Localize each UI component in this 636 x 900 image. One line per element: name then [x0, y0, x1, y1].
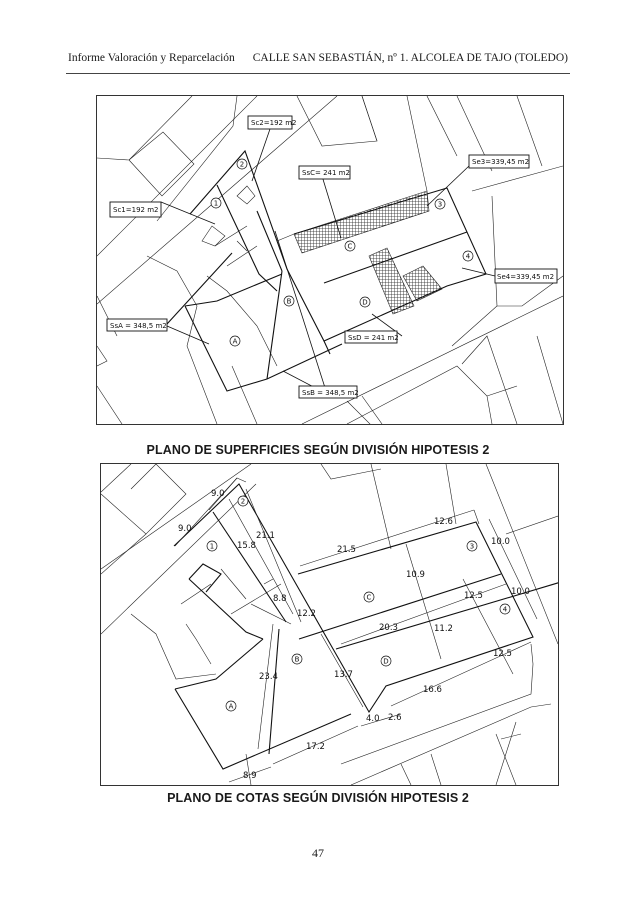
- parcel-d-marker: D: [362, 299, 367, 307]
- page-number: 47: [312, 846, 324, 860]
- parcel-3-marker: 3: [470, 543, 474, 551]
- dim-12-5-upper: 12.5: [464, 591, 483, 601]
- dim-13-7: 13.7: [334, 670, 353, 680]
- dim-12-5-lower: 12.5: [493, 649, 512, 659]
- dim-23-4: 23.4: [259, 672, 278, 682]
- dim-11-2: 11.2: [434, 624, 453, 634]
- dim-10-0-top: 10.0: [491, 537, 510, 547]
- dim-8-8: 8.8: [273, 594, 287, 604]
- parcel-1-marker: 1: [214, 200, 218, 208]
- dim-8-9: 8.9: [243, 771, 257, 781]
- parcel-d-marker: D: [383, 658, 388, 666]
- dim-16-6: 16.6: [423, 685, 442, 695]
- surfaces-plan-caption: PLANO DE SUPERFICIES SEGÚN DIVISIÓN HIPO…: [146, 443, 490, 457]
- header-property-address: CALLE SAN SEBASTIÁN, nº 1. ALCOLEA DE TA…: [252, 52, 568, 64]
- label-sc2: Sc2=192 m2: [251, 119, 296, 127]
- dim-20-3: 20.3: [379, 623, 398, 633]
- parcel-4-marker: 4: [503, 606, 508, 614]
- dim-12-6: 12.6: [434, 517, 453, 527]
- label-se3: Se3=339,45 m2: [472, 158, 529, 166]
- parcel-a-marker: A: [233, 338, 238, 346]
- dim-10-9: 10.9: [406, 570, 425, 580]
- dim-2-6: 2.6: [388, 713, 402, 723]
- dimensions-plan-map: 9.0 9.0 21.1 15.8 8.8 12.2 21.5 12.6 10.…: [100, 463, 559, 786]
- dim-17-2: 17.2: [306, 742, 325, 752]
- parcel-1-marker: 1: [210, 543, 214, 551]
- header-document-title: Informe Valoración y Reparcelación: [68, 52, 235, 64]
- parcel-4-marker: 4: [466, 253, 471, 261]
- parcel-2-marker: 2: [241, 498, 245, 506]
- parcel-a-marker: A: [229, 703, 234, 711]
- dim-4-0: 4.0: [366, 714, 380, 724]
- parcel-b-marker: B: [295, 656, 300, 664]
- parcel-c-marker: C: [348, 243, 353, 251]
- dim-9-0-left: 9.0: [178, 524, 192, 534]
- label-ssd: SsD = 241 m2: [348, 334, 399, 342]
- parcel-2-marker: 2: [240, 161, 244, 169]
- dim-12-2: 12.2: [297, 609, 316, 619]
- parcel-b-marker: B: [287, 298, 292, 306]
- label-ssb: SsB = 348,5 m2: [302, 389, 359, 397]
- header-divider: [66, 73, 570, 74]
- label-se4: Se4=339,45 m2: [497, 273, 554, 281]
- dim-9-0-top: 9.0: [211, 489, 225, 499]
- parcel-c-marker: C: [367, 594, 372, 602]
- dim-10-0-bottom: 10.0: [511, 587, 530, 597]
- label-ssa: SsA = 348,5 m2: [110, 322, 167, 330]
- dim-21-1: 21.1: [256, 531, 275, 541]
- label-ssc: SsC= 241 m2: [302, 169, 350, 177]
- surfaces-plan-map: Sc2=192 m2 Sc1=192 m2 SsC= 241 m2 Se3=33…: [96, 95, 564, 425]
- dim-21-5: 21.5: [337, 545, 356, 555]
- parcel-3-marker: 3: [438, 201, 442, 209]
- label-sc1: Sc1=192 m2: [113, 206, 158, 214]
- dimensions-plan-caption: PLANO DE COTAS SEGÚN DIVISIÓN HIPOTESIS …: [167, 791, 469, 805]
- dim-15-8: 15.8: [237, 541, 256, 551]
